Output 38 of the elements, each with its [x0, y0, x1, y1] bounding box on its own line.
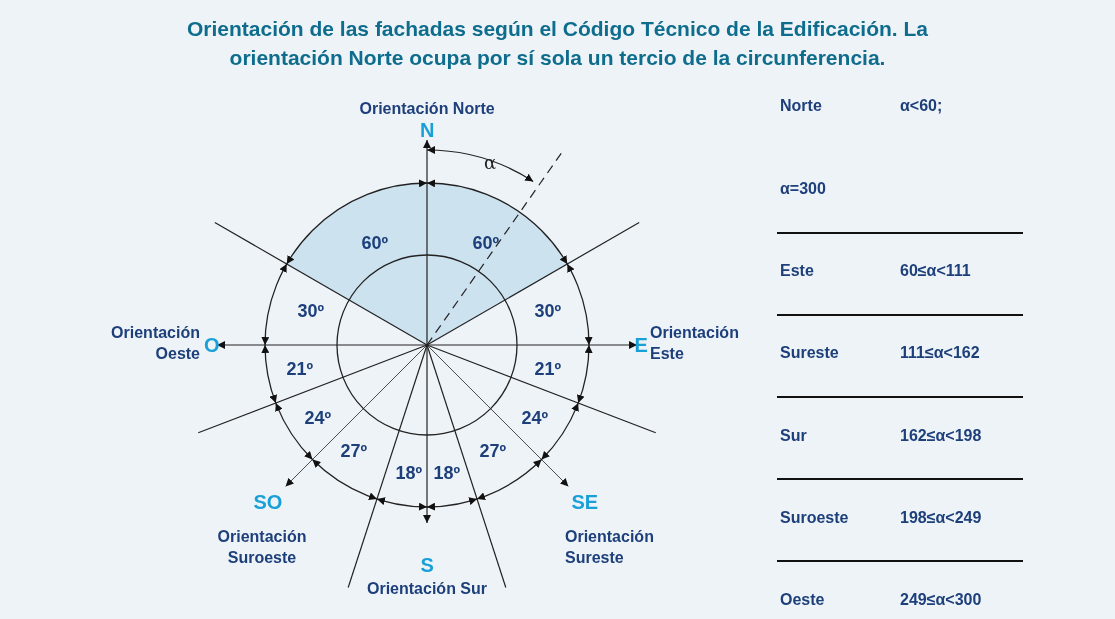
angle-label: 30º — [297, 300, 325, 322]
diagram-title: Orientación de las fachadas según el Código Técnico de la Edificación. La orientación Norte ocupa por sí sola un tercio de la circunferencia. — [186, 16, 929, 71]
direction-label: Orientación Suroeste — [216, 527, 308, 568]
angle-label: 30º — [534, 300, 562, 322]
compass-letter: SE — [571, 491, 599, 513]
angle-label: 24º — [304, 407, 332, 429]
angle-label: 24º — [521, 407, 549, 429]
orientation-name: Suroeste — [780, 507, 849, 528]
angle-range: 249≤α<300 — [900, 589, 982, 610]
angle-label: 27º — [479, 440, 507, 462]
direction-label: Orientación Sur — [367, 578, 488, 599]
compass-letter: N — [420, 119, 435, 141]
orientation-name: Norte — [780, 95, 822, 116]
direction-label: Orientación Norte — [359, 98, 495, 119]
angle-label: 60º — [472, 232, 500, 254]
direction-label: Orientación Oeste — [110, 323, 200, 364]
angle-range: 111≤α<162 — [900, 342, 980, 363]
compass-letter: SO — [253, 491, 283, 513]
orientation-name: Sureste — [780, 342, 839, 363]
angle-label: 21º — [534, 358, 562, 380]
angle-range: 198≤α<249 — [900, 507, 982, 528]
compass-letter: S — [420, 554, 434, 576]
direction-label: Orientación Sureste — [565, 527, 655, 568]
angle-label: 27º — [340, 440, 368, 462]
compass-letter: E — [634, 334, 648, 356]
orientation-name: Oeste — [780, 589, 825, 610]
direction-label: Orientación Este — [650, 323, 740, 364]
angle-range: α<60; — [900, 95, 943, 116]
compass-letter: O — [204, 334, 220, 356]
angle-label: 21º — [286, 358, 314, 380]
orientation-name: Este — [780, 260, 814, 281]
angle-range: 60≤α<111 — [900, 260, 971, 281]
orientation-name: α=300 — [780, 178, 826, 199]
angle-label: 60º — [361, 232, 389, 254]
angle-label: 18º — [433, 462, 461, 484]
orientation-name: Sur — [780, 425, 807, 446]
angle-range: 162≤α<198 — [900, 425, 982, 446]
angle-label: 18º — [395, 462, 423, 484]
